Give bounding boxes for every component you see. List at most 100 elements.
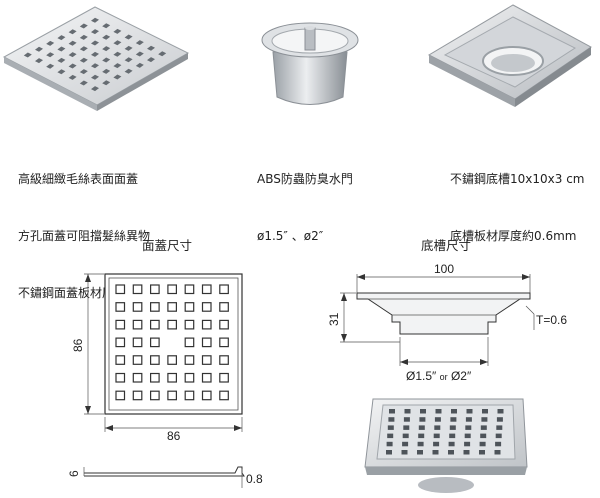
cover-square-hole — [219, 284, 229, 295]
grate-hole — [79, 57, 88, 63]
assembled-drain-image — [364, 398, 528, 493]
assembled-hole — [401, 450, 408, 455]
plug-description: ABS防蟲防臭水門 ø1.5″ 、ø2″ — [257, 132, 407, 265]
plug-desc-line2: ø1.5″ 、ø2″ — [257, 229, 324, 243]
assembled-hole — [497, 409, 504, 414]
cover-square-hole — [201, 302, 212, 312]
grate-hole — [68, 52, 77, 58]
cover-square-hole — [184, 302, 195, 312]
cover-dimension-title: 面蓋尺寸 — [142, 238, 193, 253]
grate-hole — [135, 40, 144, 46]
cover-square-hole — [132, 390, 143, 401]
outlet-size-a: Ø1.5″ — [406, 369, 437, 383]
assembled-hole — [417, 450, 423, 455]
cover-square-hole — [149, 302, 160, 312]
cover-square-hole — [132, 319, 143, 330]
grate-hole — [135, 62, 144, 68]
assembled-hole — [465, 417, 472, 422]
grate-hole — [91, 51, 99, 57]
base-desc-line1: 不鏽鋼底槽10x10x3 cm — [450, 172, 585, 186]
cover-grate-image — [2, 6, 190, 111]
grate-hole — [35, 46, 43, 52]
grate-hole — [113, 40, 122, 46]
assembled-hole — [449, 433, 456, 439]
cover-square-hole — [115, 284, 126, 295]
assembled-hole — [386, 450, 392, 455]
assembled-hole — [435, 409, 442, 414]
cover-height-label: 86 — [71, 338, 85, 352]
cover-square-hole — [167, 284, 178, 295]
base-dimension-title: 底槽尺寸 — [421, 238, 472, 253]
cover-square-hole — [167, 319, 178, 330]
cover-square-hole — [167, 302, 178, 312]
grate-hole — [57, 69, 66, 75]
grate-hole — [113, 74, 122, 80]
cover-square-hole — [167, 355, 178, 365]
assembled-hole — [466, 409, 473, 414]
plug-image — [261, 22, 359, 105]
grate-hole — [91, 86, 99, 92]
cover-profile-height-label: 6 — [67, 470, 81, 477]
grate-hole — [102, 23, 111, 29]
grate-hole — [57, 46, 66, 52]
grate-hole — [102, 57, 111, 63]
cover-square-hole — [115, 337, 126, 348]
assembled-hole — [433, 441, 440, 447]
assembled-hole — [496, 425, 503, 430]
grate-hole — [68, 63, 77, 69]
outlet-or: or — [440, 372, 448, 382]
cover-desc-line1: 高級細緻毛絲表面面蓋 — [18, 172, 139, 186]
cover-square-hole — [149, 319, 160, 330]
grate-hole — [102, 46, 111, 52]
grate-hole — [113, 51, 122, 57]
assembled-hole — [433, 433, 440, 439]
cover-square-hole — [201, 390, 212, 401]
assembled-hole — [480, 433, 487, 439]
cover-square-hole — [219, 302, 229, 312]
cover-square-hole — [184, 390, 195, 401]
grate-hole — [135, 51, 144, 57]
cover-square-hole — [201, 372, 212, 383]
cover-square-hole — [132, 337, 143, 348]
assembled-hole — [402, 433, 409, 439]
cover-square-hole — [149, 337, 160, 348]
cover-square-hole — [149, 372, 160, 383]
grate-hole — [91, 63, 99, 69]
base-outlet-label: Ø1.5″ or Ø2″ — [406, 369, 472, 383]
base-desc-line2: 底槽板材厚度約0.6mm — [450, 229, 577, 243]
cover-square-hole — [219, 390, 229, 401]
cover-square-hole — [201, 355, 212, 365]
cover-square-hole — [132, 284, 143, 295]
assembled-hole — [448, 450, 454, 455]
cover-square-hole — [184, 284, 195, 295]
cover-square-hole — [132, 372, 143, 383]
grate-hole — [147, 45, 155, 51]
assembled-hole — [418, 425, 425, 430]
assembled-hole — [432, 450, 439, 455]
cover-width-label: 86 — [167, 429, 181, 443]
assembled-hole — [418, 433, 425, 439]
assembled-hole — [463, 450, 470, 455]
grate-hole — [46, 63, 55, 69]
cover-square-hole — [219, 355, 229, 365]
assembled-hole — [482, 409, 488, 414]
base-dimension-drawing: 100 31 T=0.6 Ø1.5″ or Ø2″ — [327, 262, 567, 383]
cover-square-hole — [201, 337, 212, 348]
assembled-hole — [495, 433, 502, 439]
cover-square-hole — [219, 337, 229, 348]
assembled-hole — [386, 441, 393, 447]
cover-square-hole — [149, 284, 160, 295]
outlet-size-b: Ø2″ — [451, 369, 472, 383]
assembled-hole — [496, 417, 503, 422]
grate-hole — [91, 74, 99, 80]
cover-dimension-drawing: 86 86 6 0.8 — [67, 273, 263, 488]
grate-hole — [79, 46, 88, 52]
grate-hole — [57, 35, 66, 41]
assembled-hole — [494, 450, 501, 455]
assembled-hole — [450, 417, 457, 422]
assembled-hole — [481, 417, 488, 422]
assembled-hole — [464, 441, 471, 447]
cover-square-hole — [115, 302, 126, 312]
plug-desc-line1: ABS防蟲防臭水門 — [257, 172, 353, 186]
grate-hole — [35, 58, 43, 64]
